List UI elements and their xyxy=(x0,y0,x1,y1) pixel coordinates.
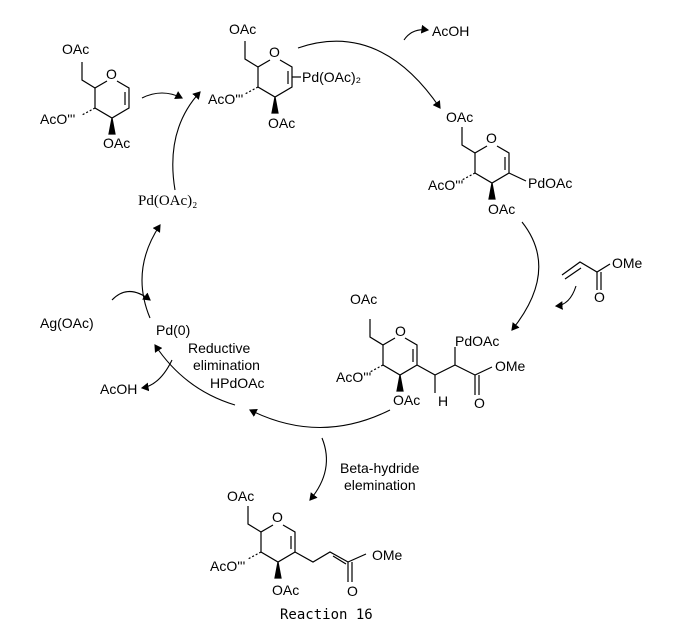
insertion-oac6: OAc xyxy=(350,291,378,307)
beta-hydride-label-2: elemination xyxy=(344,477,416,493)
adduct-oac6: OAc xyxy=(229,21,257,37)
vinyl-aco4: AcO''' xyxy=(428,177,464,193)
product-o: O xyxy=(347,583,358,599)
insertion-pd: PdOAc xyxy=(455,333,500,349)
product-structure xyxy=(247,505,367,582)
insertion-ring-o: O xyxy=(395,323,406,339)
vinyl-pd: PdOAc xyxy=(528,175,573,191)
product-oac6: OAc xyxy=(227,488,255,504)
acrylate-ome: OMe xyxy=(612,255,643,271)
beta-hydride-label-1: Beta-hydride xyxy=(340,460,420,476)
insertion-oac3: OAc xyxy=(393,392,421,408)
insertion-o: O xyxy=(474,395,485,411)
adduct-aco4: AcO''' xyxy=(208,91,244,107)
product-ring-o: O xyxy=(272,509,283,525)
acoh-left: AcOH xyxy=(100,381,138,397)
hpdoac-label: HPdOAc xyxy=(210,375,265,391)
adduct-ring-o: O xyxy=(269,44,280,60)
adduct-pd: Pd(OAc)₂ xyxy=(302,69,362,85)
glycal-oac6: OAc xyxy=(62,41,90,57)
insertion-h: H xyxy=(438,393,449,409)
adduct-oac3: OAc xyxy=(268,115,296,131)
pd0-label: Pd(0) xyxy=(156,322,191,338)
reductive-elimination-label-1: Reductive xyxy=(188,340,251,356)
glycal-oac3: OAc xyxy=(103,135,131,151)
glycal-structure xyxy=(81,61,130,135)
insertion-ome: OMe xyxy=(495,358,526,374)
insertion-aco4: AcO''' xyxy=(336,369,372,385)
cycle-arrows xyxy=(111,24,577,501)
vinyl-ring-o: O xyxy=(486,130,497,146)
pd-adduct-structure xyxy=(244,40,301,114)
insertion-structure xyxy=(369,318,493,395)
product-oac3: OAc xyxy=(272,582,300,598)
figure-caption: Reaction 16 xyxy=(280,607,373,623)
methyl-acrylate-structure xyxy=(561,261,611,290)
vinyl-oac3: OAc xyxy=(488,201,516,217)
glycal-aco4: AcO''' xyxy=(40,111,76,127)
pd-oac2-label: Pd(OAc)₂ xyxy=(138,193,198,209)
product-ome: OMe xyxy=(372,547,403,563)
vinyl-oac6: OAc xyxy=(446,109,474,125)
vinyl-pd-structure xyxy=(461,126,527,200)
ag-oac-label: Ag(OAc) xyxy=(40,315,94,331)
glycal-ring-o: O xyxy=(106,66,117,82)
reductive-elimination-label-2: elimination xyxy=(193,357,260,373)
product-aco4: AcO''' xyxy=(210,558,246,574)
acoh-top: AcOH xyxy=(432,23,470,39)
acrylate-o: O xyxy=(594,289,605,305)
